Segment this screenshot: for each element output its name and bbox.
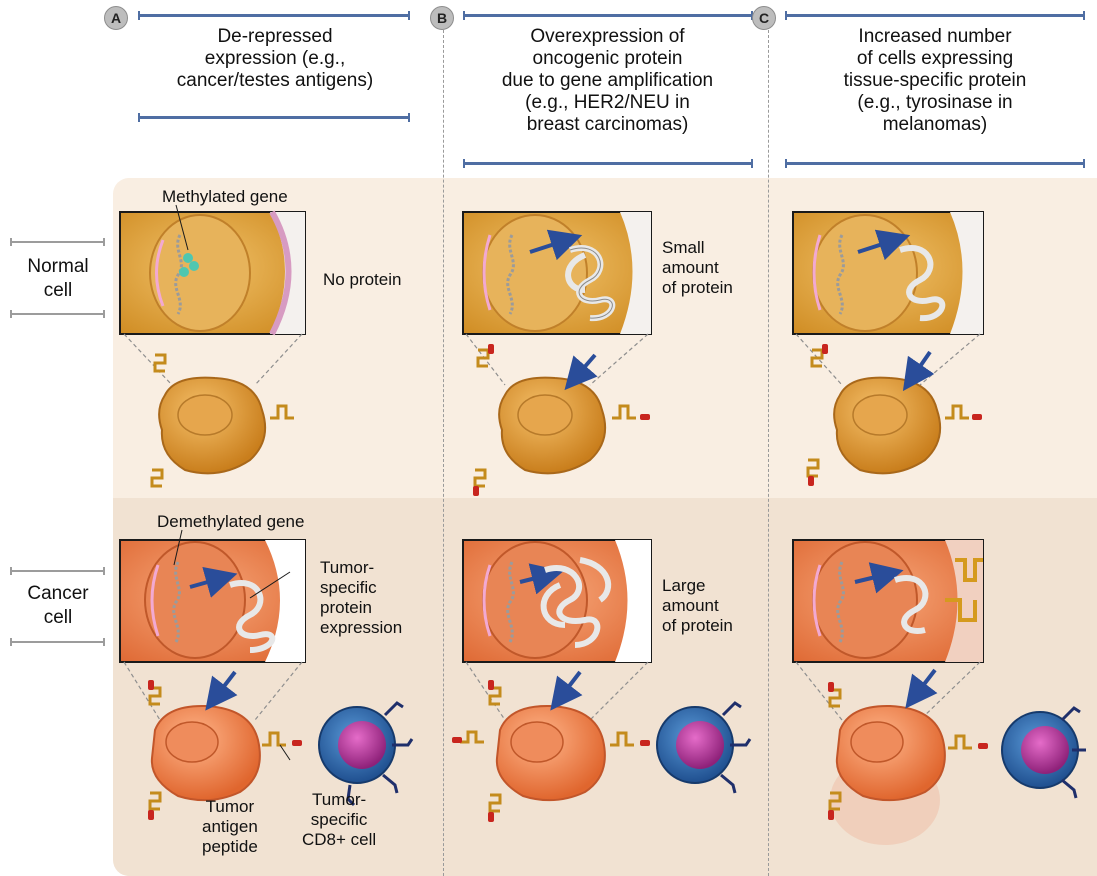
normal-cell-c [834,352,940,473]
no-protein-label: No protein [323,270,401,290]
t-cell-c [1002,708,1086,798]
panel-b-cancer [463,540,651,662]
cancer-cell-c [830,670,945,845]
tumor-specific-protein-expression-label: Tumor- specific protein expression [320,558,402,638]
panel-b-normal [463,212,651,334]
panel-c-cancer [793,540,983,662]
tumor-antigen-peptide-label: Tumor antigen peptide [202,797,258,857]
panel-a-normal [120,212,305,334]
methylated-gene-label: Methylated gene [162,187,288,207]
small-amount-of-protein-label: Small amount of protein [662,238,733,298]
cancer-cell-a [152,672,260,800]
normal-cell-b [499,355,605,473]
panel-c-normal [793,212,983,334]
demethylated-gene-label: Demethylated gene [157,512,304,532]
large-amount-of-protein-label: Large amount of protein [662,576,733,636]
tumor-specific-cd8-cell-label: Tumor- specific CD8+ cell [302,790,376,850]
normal-cell-a [159,378,265,474]
cancer-cell-b [497,672,605,800]
panel-a-cancer [120,540,305,662]
t-cell-b [657,703,750,793]
